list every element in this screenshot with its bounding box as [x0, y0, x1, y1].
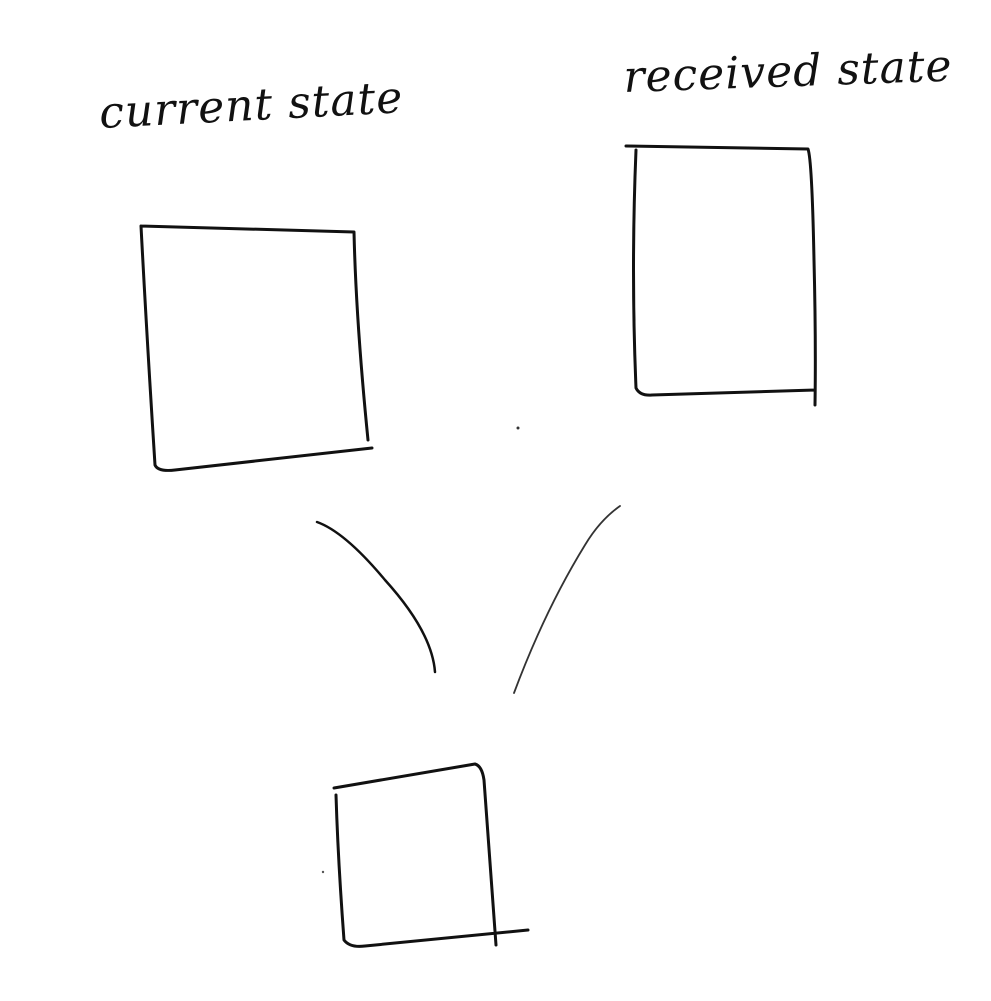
received-state-connector [513, 505, 621, 694]
received-state-label: received state [623, 41, 954, 103]
received-state-box [624, 144, 817, 407]
current-state-connector [315, 520, 437, 674]
merged-state-box [332, 762, 530, 948]
stray-dot [321, 870, 325, 874]
stray-dot [516, 426, 520, 430]
current-state-box [139, 224, 374, 472]
